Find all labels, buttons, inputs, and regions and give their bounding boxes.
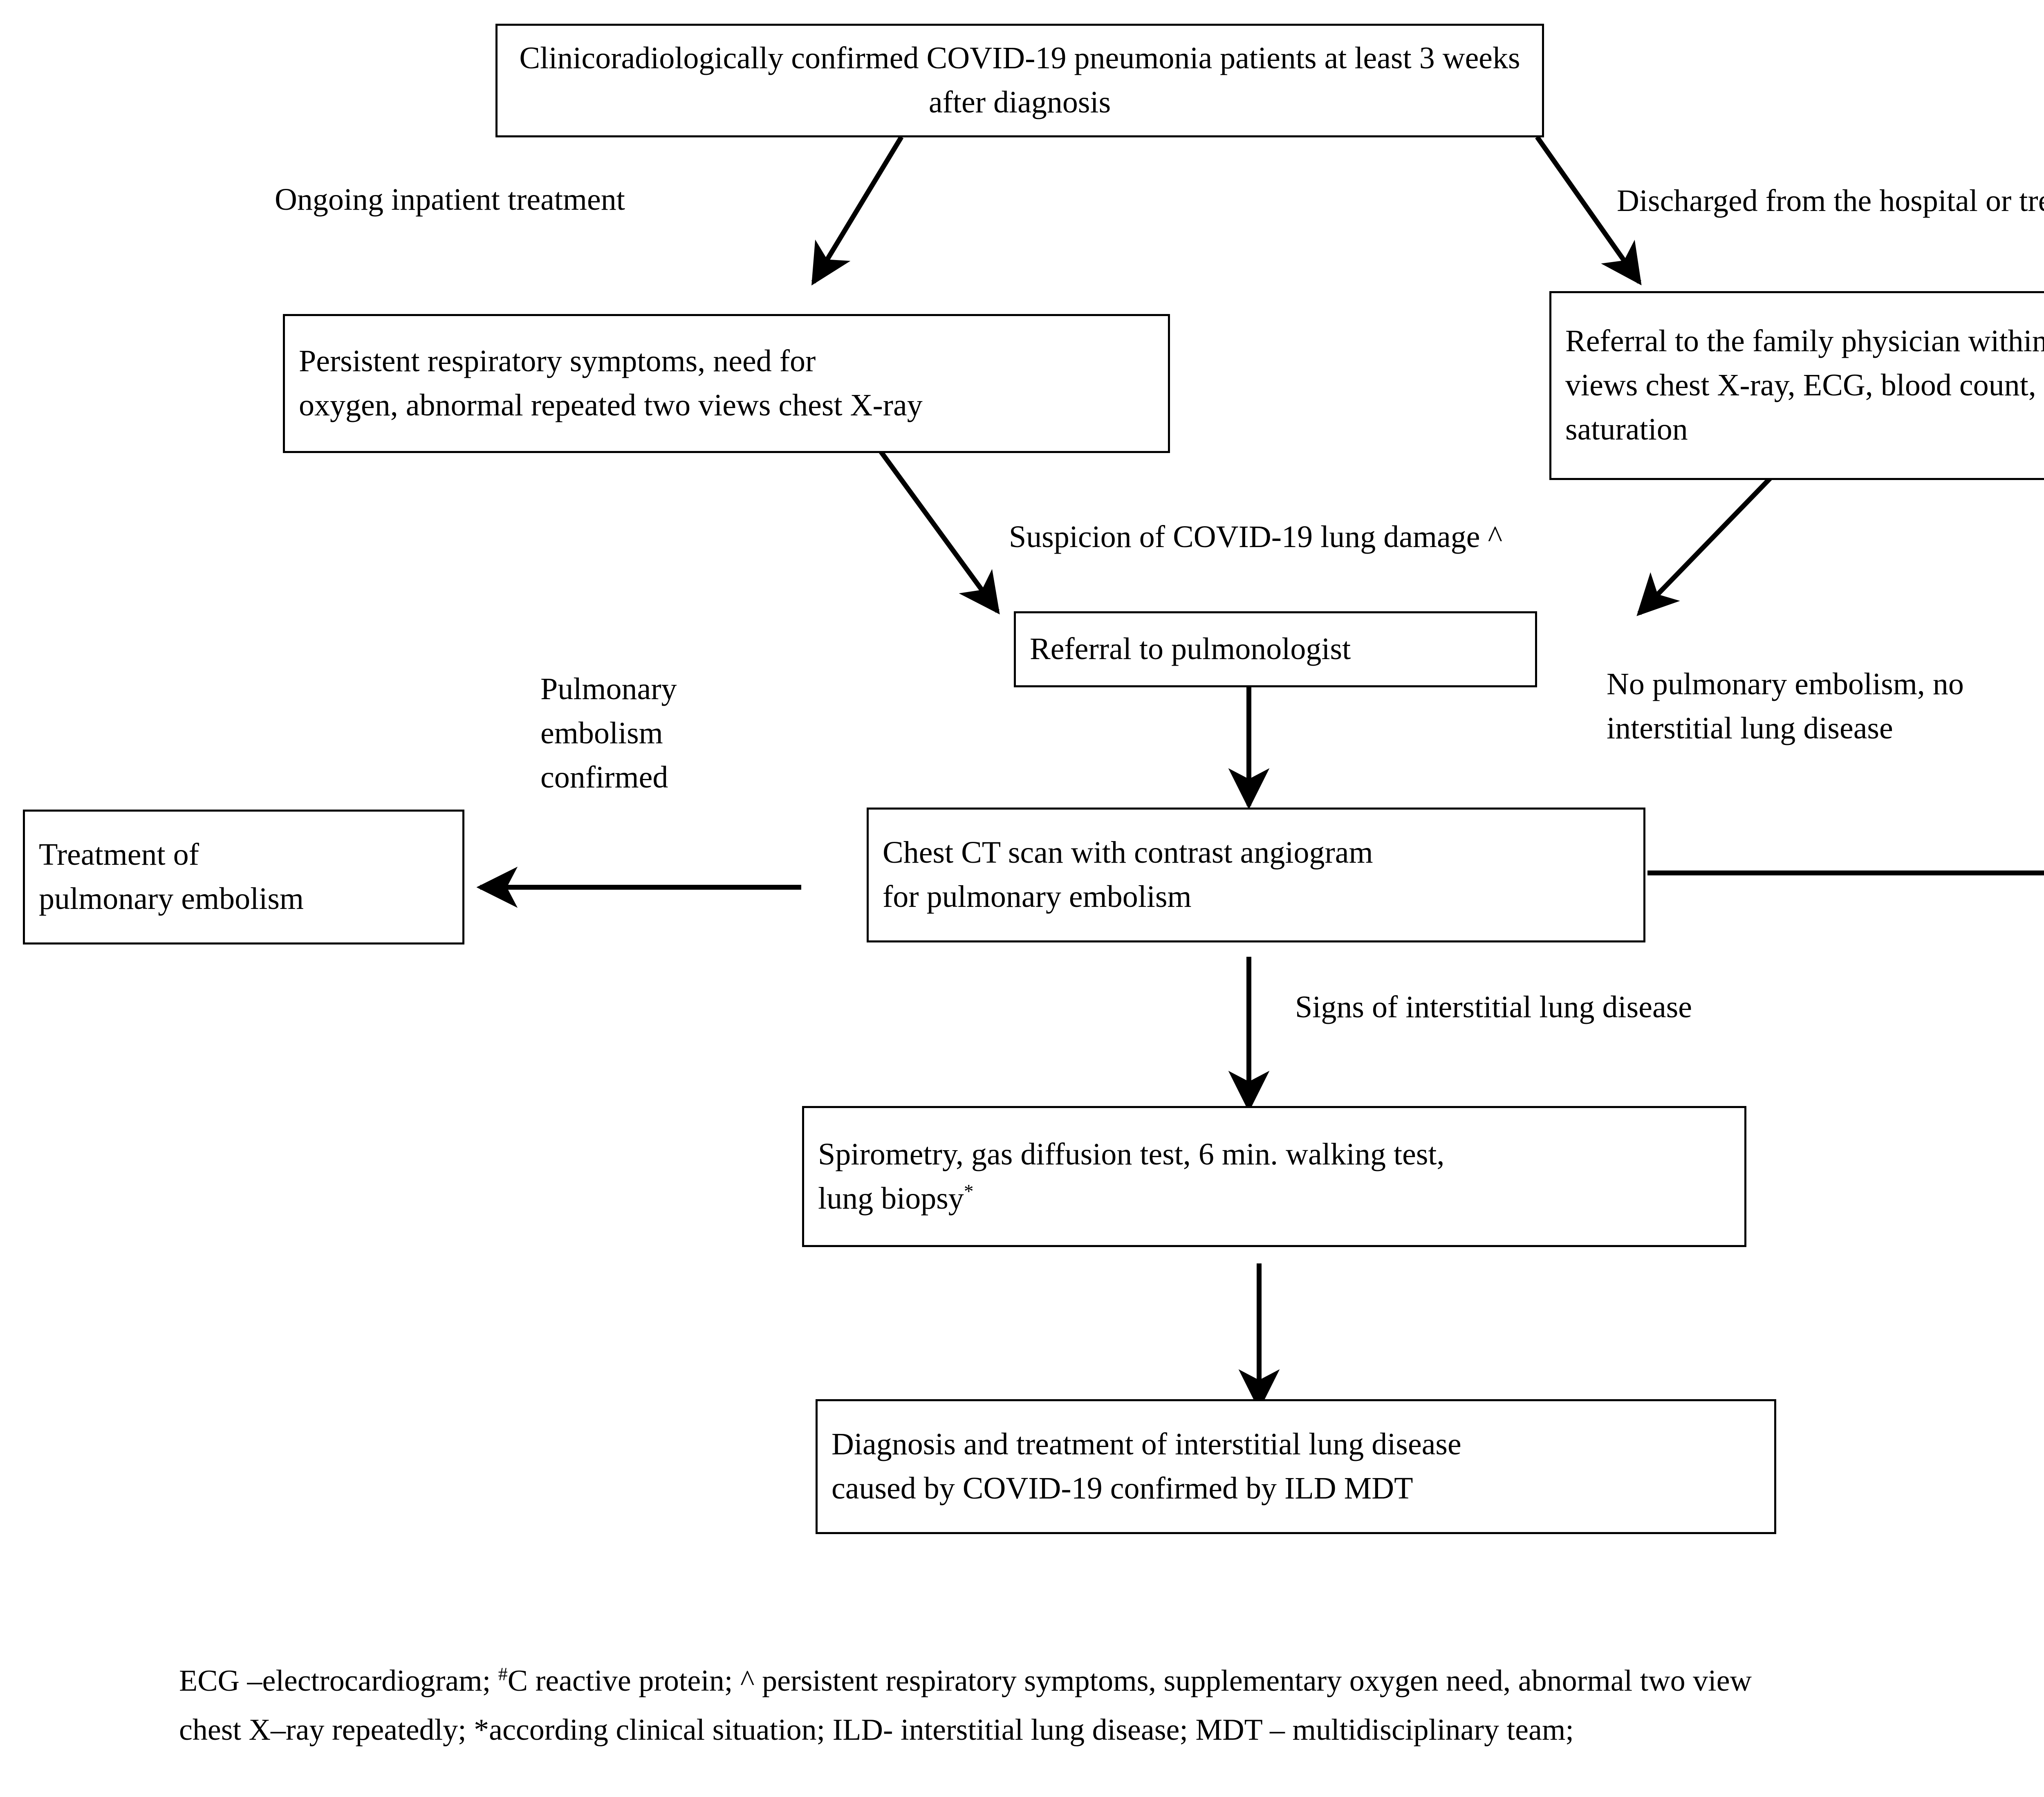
physician-line-2-pre: views chest X-ray, ECG, blood count, CRP [1565, 368, 2044, 403]
label-discharged-outpatients: Discharged from the hospital or treated … [1617, 184, 2044, 218]
box-referral-family-physician[interactable]: Referral to the family physician within … [1549, 291, 2044, 480]
box-chest-ct-angiogram[interactable]: Chest CT scan with contrast angiogram fo… [867, 808, 1645, 942]
arrow-inpatient-to-pulmonologist [879, 450, 1000, 615]
box-spirometry-tests-label: Spirometry, gas diffusion test, 6 min. w… [804, 1133, 1744, 1221]
label-pulmonary-embolism-confirmed: Pulmonary embolism confirmed [540, 672, 677, 794]
box-persistent-respiratory-symptoms[interactable]: Persistent respiratory symptoms, need fo… [283, 314, 1170, 453]
box-final-diagnosis-ild-label: Diagnosis and treatment of interstitial … [831, 1427, 1461, 1505]
box-covid-pneumonia-patients[interactable]: Clinicoradiologically confirmed COVID-19… [495, 24, 1544, 137]
lung-biopsy-asterisk: * [964, 1181, 974, 1202]
footnote-abbreviations: ECG –electrocardiogram; #C reactive prot… [179, 1657, 2044, 1755]
label-no-pulmonary-embolism: No pulmonary embolism, no interstitial l… [1607, 667, 1964, 745]
box-referral-pulmonologist[interactable]: Referral to pulmonologist [1014, 611, 1537, 687]
physician-line-1: Referral to the family physician within … [1565, 324, 2044, 359]
label-signs-interstitial-lung-disease: Signs of interstitial lung disease [1295, 990, 1692, 1024]
label-ongoing-inpatient-treatment: Ongoing inpatient treatment [275, 182, 625, 217]
footnote-superscript-hash: # [498, 1663, 508, 1685]
box-referral-pulmonologist-label: Referral to pulmonologist [1030, 632, 1351, 666]
box-chest-ct-angiogram-label: Chest CT scan with contrast angiogram fo… [883, 835, 1373, 914]
footnote-line1-part-b: C reactive protein; ^ persistent respira… [507, 1664, 1752, 1698]
box-spirometry-tests[interactable]: Spirometry, gas diffusion test, 6 min. w… [802, 1106, 1746, 1247]
label-suspicion-lung-damage: Suspicion of COVID-19 lung damage ^ [1009, 520, 1503, 554]
footnote-line2: chest X–ray repeatedly; *according clini… [179, 1713, 1574, 1747]
box-persistent-respiratory-symptoms-label: Persistent respiratory symptoms, need fo… [299, 344, 923, 422]
physician-line-3: saturation [1565, 412, 1688, 446]
box-covid-pneumonia-patients-label: Clinicoradiologically confirmed COVID-19… [519, 41, 1520, 119]
box-referral-family-physician-label: Referral to the family physician within … [1551, 319, 2044, 452]
footnote-line1-part-a: ECG –electrocardiogram; [179, 1664, 498, 1698]
box-treatment-pulmonary-embolism-label: Treatment of pulmonary embolism [39, 837, 304, 916]
spirometry-text: Spirometry, gas diffusion test, 6 min. w… [818, 1137, 1445, 1216]
box-treatment-pulmonary-embolism[interactable]: Treatment of pulmonary embolism [23, 810, 464, 944]
box-final-diagnosis-ild[interactable]: Diagnosis and treatment of interstitial … [816, 1399, 1776, 1534]
